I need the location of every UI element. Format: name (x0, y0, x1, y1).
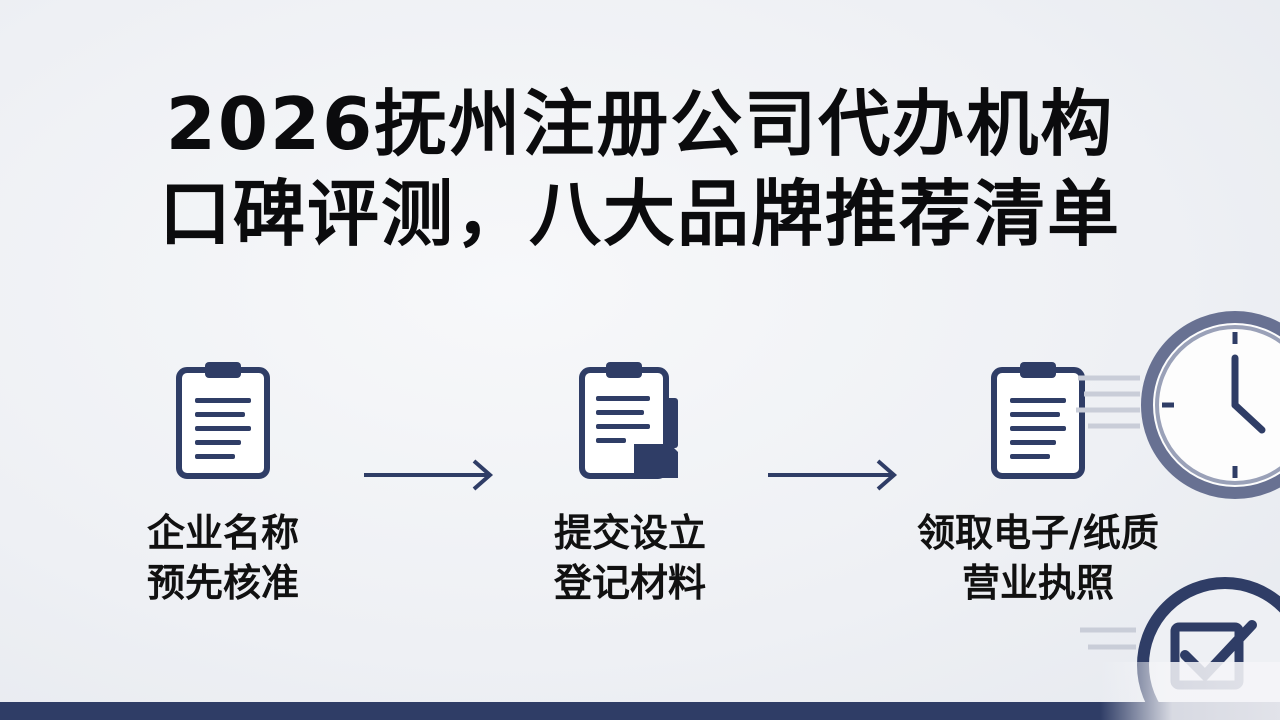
step-name-approval: 企业名称 预先核准 (73, 362, 373, 608)
step-label-line2: 预先核准 (146, 561, 299, 605)
arrow-right-icon (364, 459, 494, 491)
clipboard-document-icon (579, 362, 678, 479)
page-title-line2: 口碑评测，八大品牌推荐清单 (158, 172, 1121, 256)
clipboard-icon (176, 362, 270, 479)
arrow-right-icon (768, 459, 898, 491)
step-label-line2: 营业执照 (961, 561, 1114, 605)
watermark-area (1100, 662, 1280, 720)
page-title-line1: 2026抚州注册公司代办机构 (165, 82, 1115, 166)
step-submit-materials: 提交设立 登记材料 (480, 362, 780, 608)
step-label-line2: 登记材料 (553, 561, 706, 605)
step-receive-license: 领取电子/纸质 营业执照 (888, 362, 1188, 608)
step-label-line1: 提交设立 (553, 511, 706, 555)
step-label-line1: 领取电子/纸质 (917, 511, 1159, 555)
step-label-line1: 企业名称 (146, 511, 299, 555)
bottom-bar (0, 702, 1280, 720)
clock-icon (1076, 311, 1280, 499)
clipboard-icon (991, 362, 1085, 479)
